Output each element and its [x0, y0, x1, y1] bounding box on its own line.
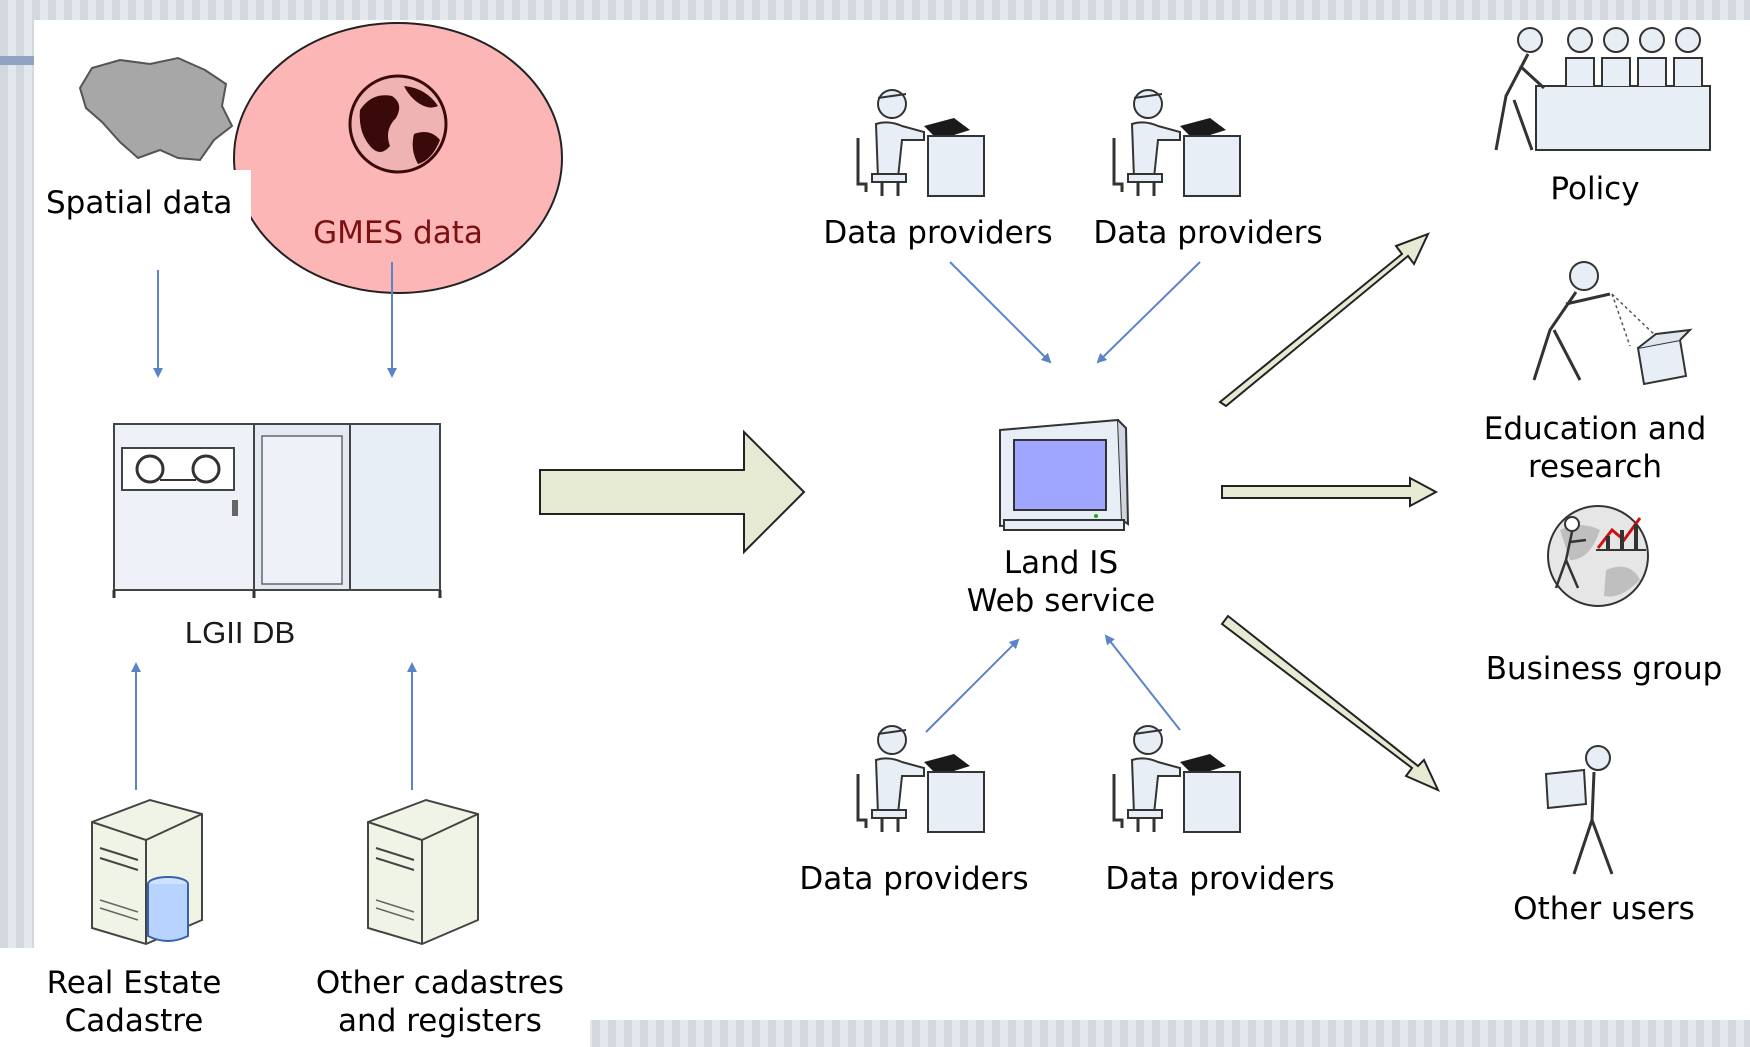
real-estate-label-line2: Cadastre — [64, 1003, 204, 1039]
tower-server-icon — [367, 798, 479, 946]
presenter-audience-icon — [1494, 27, 1711, 151]
lithuania-map-icon — [78, 56, 234, 162]
globe-icon — [348, 74, 448, 174]
provider-label-bottom-left: Data providers — [799, 861, 1029, 897]
registries-label-box — [0, 948, 590, 1047]
globe-chart-person-icon — [1547, 505, 1649, 607]
person-carrying-box-icon — [1544, 745, 1614, 875]
spatial-label-box — [36, 170, 251, 270]
policy-label: Policy — [1550, 171, 1640, 207]
education-label-line1: Education and — [1483, 411, 1707, 447]
arrow-provider-bottom-right — [1104, 634, 1181, 731]
person-at-desk-icon — [1112, 89, 1241, 197]
tower-server-database-icon — [91, 798, 203, 946]
service-label-line2: Web service — [966, 583, 1156, 619]
arrow-provider-top-left — [949, 261, 1052, 364]
arrow-to-other-users — [1220, 614, 1441, 792]
other-registers-label-line2: and registers — [338, 1003, 542, 1039]
server-rack-icon — [112, 423, 442, 598]
arrow-provider-bottom-left — [925, 638, 1020, 733]
business-group-label: Business group — [1485, 651, 1723, 687]
lgii-db-label: LGII DB — [184, 615, 296, 650]
service-label-line1: Land IS — [1003, 545, 1119, 581]
real-estate-label-line1: Real Estate — [46, 965, 222, 1001]
provider-label-bottom-right: Data providers — [1105, 861, 1335, 897]
provider-label-top-right: Data providers — [1093, 215, 1323, 251]
education-label-box — [1466, 406, 1736, 486]
gmes-data-label: GMES data — [313, 215, 483, 251]
provider-label-top-left: Data providers — [823, 215, 1053, 251]
other-users-label: Other users — [1513, 891, 1695, 927]
big-flow-arrow — [539, 429, 806, 555]
person-at-desk-icon — [856, 89, 985, 197]
spatial-data-label: Spatial data — [46, 185, 233, 221]
person-at-desk-icon — [856, 725, 985, 833]
business-label-box — [1470, 642, 1750, 694]
person-at-desk-icon — [1112, 725, 1241, 833]
computer-monitor-icon — [999, 418, 1130, 531]
arrow-provider-top-right — [1096, 261, 1201, 364]
arrow-to-policy — [1218, 232, 1430, 408]
person-feeding-box-icon — [1532, 261, 1693, 386]
arrow-to-business — [1221, 476, 1439, 508]
other-registers-label-line1: Other cadastres — [315, 965, 565, 1001]
education-label-line2: research — [1527, 449, 1663, 485]
